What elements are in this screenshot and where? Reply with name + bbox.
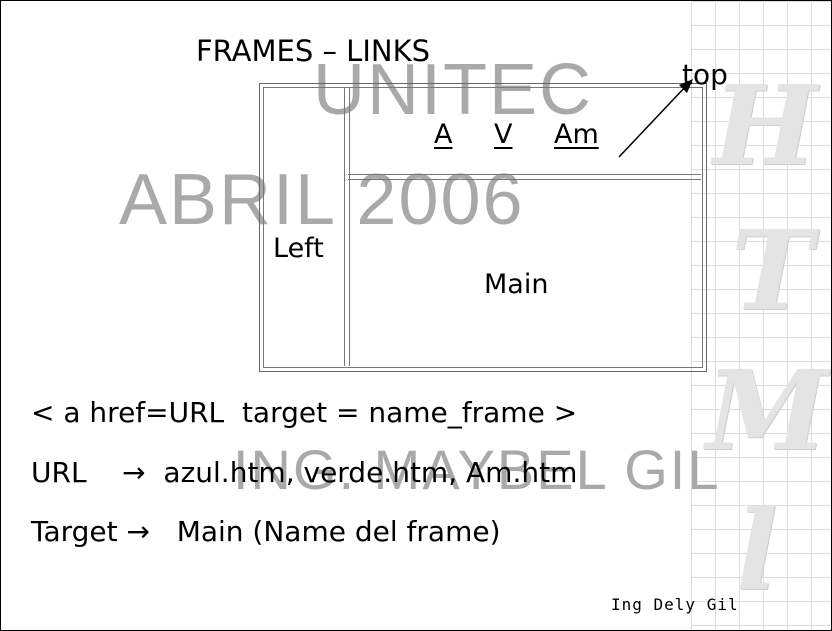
frameset-inner-border — [263, 87, 703, 368]
decorative-letter-t: T — [731, 206, 813, 335]
frame-vertical-divider — [344, 87, 350, 366]
slide-title: FRAMES – LINKS — [196, 34, 431, 68]
code-line-url: URL → azul.htm, verde.htm, Am.htm — [31, 456, 578, 489]
code-line-anchor: < a href=URL target = name_frame > — [31, 396, 578, 429]
frame-horizontal-divider — [348, 174, 701, 180]
decorative-letter-l: l — [736, 486, 778, 615]
watermark-line-2: ABRIL 2006 — [119, 160, 525, 240]
arrow-icon — [618, 79, 693, 158]
footer-author: Ing Dely Gil — [611, 595, 739, 614]
frameset-outer-border — [259, 83, 707, 372]
link-am[interactable]: Am — [554, 119, 599, 150]
decorative-letter-h: H — [713, 61, 817, 190]
link-v[interactable]: V — [494, 119, 513, 150]
grid-decoration — [691, 1, 831, 630]
watermark-line-1: UNITEC — [313, 50, 593, 130]
code-line-target: Target → Main (Name del frame) — [31, 515, 501, 548]
frame-main-label: Main — [484, 269, 549, 300]
decorative-letter-m: M — [706, 346, 828, 475]
watermark-line-3: ING. MAYBEL GIL — [233, 438, 721, 501]
link-a[interactable]: A — [434, 119, 453, 150]
frame-left-label: Left — [273, 233, 324, 264]
